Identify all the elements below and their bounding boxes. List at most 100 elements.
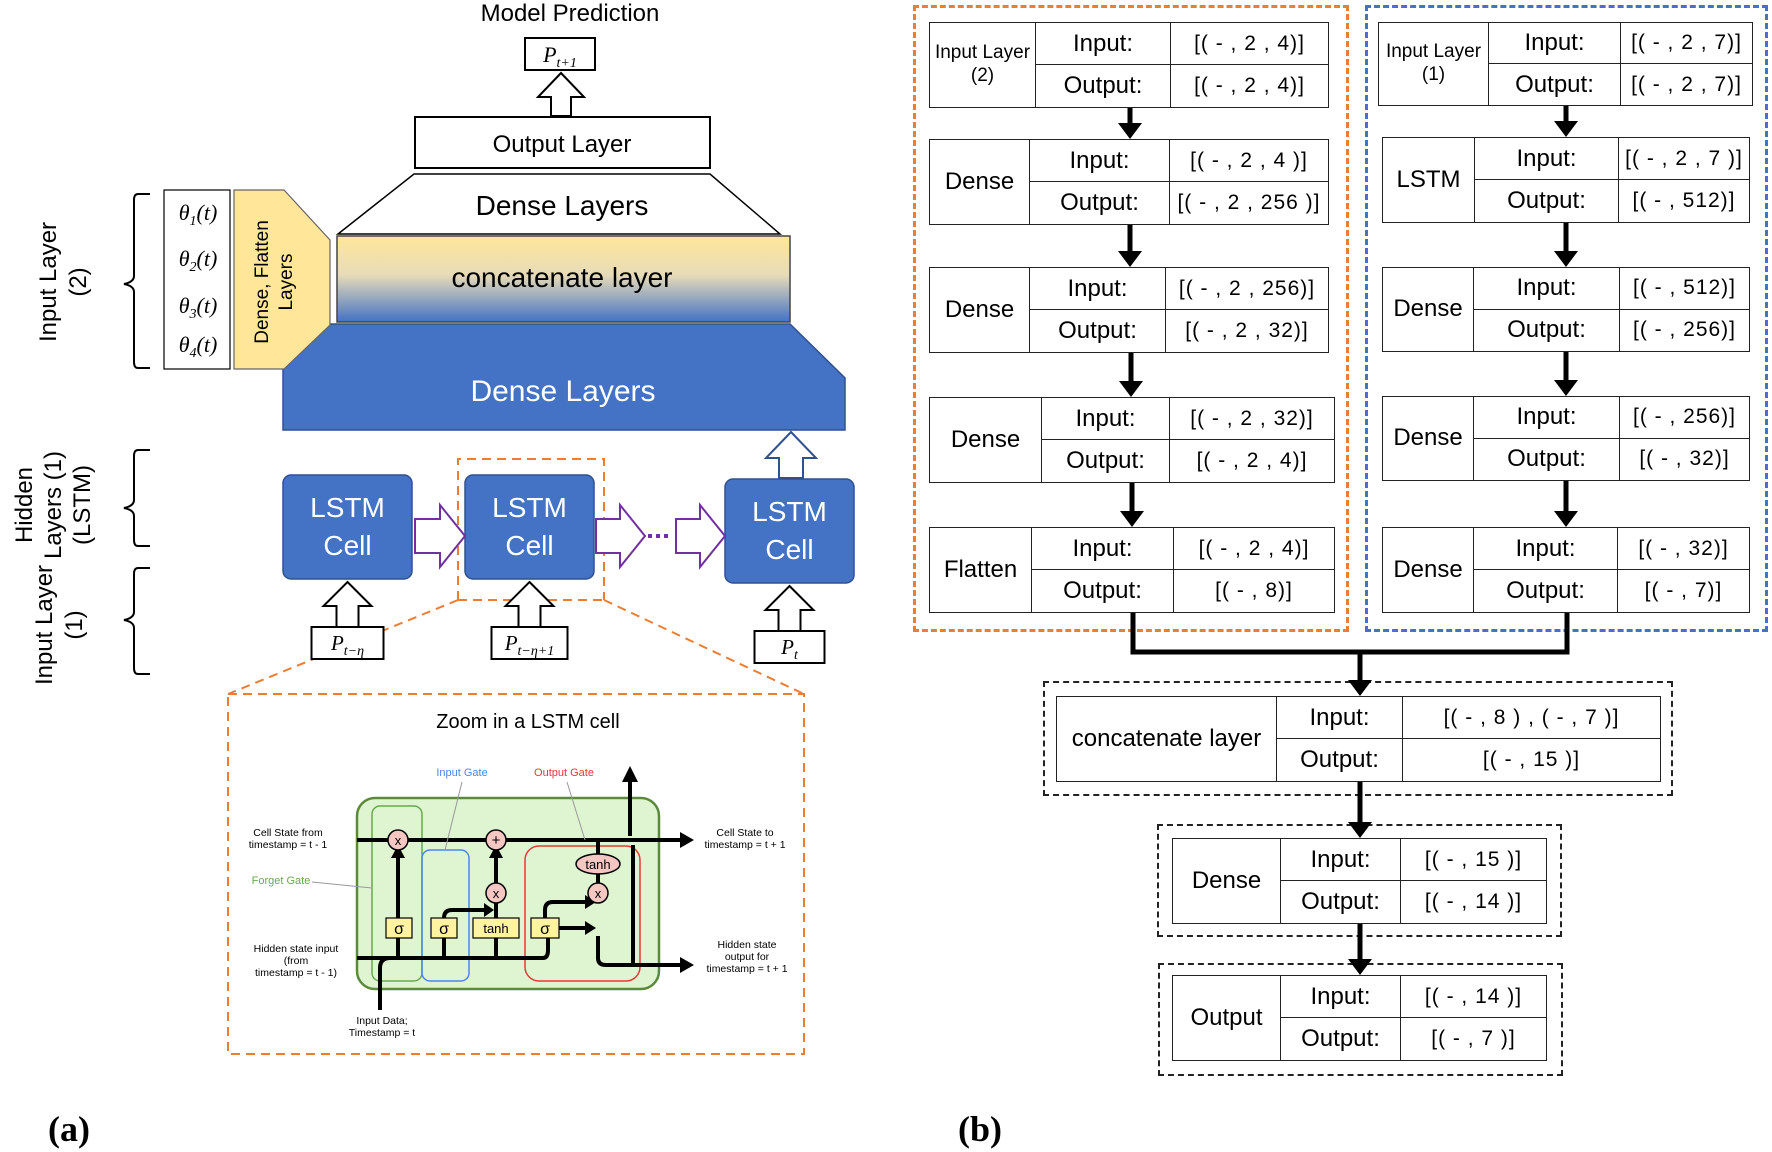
up-arrow-icon [763,430,819,479]
output-shape: [( - , 8)] [1215,579,1293,602]
sigma-box: σ [430,917,458,939]
concatenate-layer-box [336,235,791,323]
input-key: Input: [1030,268,1166,310]
output-gate-region [524,845,641,982]
input-data-label: Input Data;Timestamp = t [349,1015,416,1039]
output-key: Output: [1030,182,1170,224]
output-shape: [( - , 32)] [1639,447,1730,471]
dense-flatten-layers-box [233,189,331,370]
timestep-input-symbol: Pt [780,635,799,663]
output-shape: [( - , 7 )] [1431,1027,1516,1050]
input-layer-1-label: Input Layer(1) [31,565,88,685]
output-key: Output: [1042,440,1170,482]
timestep-input-symbol: Pt−η+1 [504,631,555,659]
panel-a-label: (a) [48,1109,90,1149]
layer-block: Input Layer (1)Input:[( - , 2 , 7)]Outpu… [1378,22,1753,106]
svg-text:x: x [595,886,602,901]
input-shape: [( - , 2 , 4 )] [1170,140,1328,182]
layer-name: Input Layer (2) [930,23,1036,107]
output-key: Output: [1036,65,1171,107]
output-shape: [( - , 15 )] [1482,748,1581,771]
input-gate-label: Input Gate [436,767,487,779]
up-arrow-icon [321,580,374,628]
svg-text:x: x [395,833,402,848]
input-shape: [( - , 32)] [1618,528,1749,570]
concatenate-layer-label: concatenate layer [451,262,672,293]
output-key: Output: [1277,739,1403,781]
input-shape: [( - , 2 , 7 )] [1619,138,1749,180]
input-key: Input: [1032,528,1174,570]
arrow-down-icon [1554,121,1578,137]
prediction-symbol: Pt+1 [542,42,577,71]
input-shape: [( - , 2 , 32)] [1170,398,1334,440]
brace-input-layer-1 [123,567,150,675]
theta-input-box [163,189,231,370]
output-shape: [( - , 2 , 4)] [1196,449,1308,472]
timestep-input-box [753,630,826,664]
zoom-highlight-frame [457,458,605,600]
hidden-layers-label: HiddenLayers (1)(LSTM) [11,451,96,559]
layer-name: Output [1173,976,1281,1060]
layer-name: Flatten [930,528,1032,612]
arrow-down-icon [1554,380,1578,396]
svg-text:σ: σ [540,921,550,938]
arrow-down-icon [1119,381,1143,397]
output-gate-label: Output Gate [534,767,594,779]
up-arrow-icon [535,71,587,117]
prediction-box [524,37,596,71]
arrow-down-icon [1118,251,1142,267]
output-layer-label: Output Layer [493,131,632,158]
recurrent-arrow-icon [414,502,467,570]
svg-text:+: + [492,832,501,849]
input-key: Input: [1475,138,1619,180]
input-key: Input: [1474,397,1620,439]
panel-b-connectors [1118,106,1578,975]
layer-name: Dense [1383,268,1474,351]
layer-name: Dense [1383,397,1474,480]
arrow-down-icon [1554,511,1578,527]
layer-name: Input Layer (1) [1379,23,1489,105]
output-key: Output: [1474,438,1620,480]
arrow-down-icon [1348,959,1372,975]
layer-name: Dense [930,140,1030,224]
output-layer-box [414,116,711,169]
output-key: Output: [1474,570,1618,612]
arrow-down-icon [1118,123,1142,139]
layer-name: Dense [1173,839,1281,923]
output-key: Output: [1475,180,1619,222]
up-arrow-icon [763,584,816,632]
input-key: Input: [1042,398,1170,440]
model-prediction-label: Model Prediction [481,0,660,27]
input-key: Input: [1281,839,1401,881]
dense-layers-top-label: Dense Layers [476,190,649,221]
output-key: Output: [1030,310,1166,352]
input-shape: [( - , 2 , 4)] [1174,528,1334,570]
recurrent-arrow-icon [595,502,647,570]
input-shape: [( - , 2 , 256)] [1166,268,1328,310]
output-shape: [( - , 2 , 4)] [1194,74,1305,97]
svg-text:x: x [493,886,500,901]
svg-text:σ: σ [439,921,449,938]
input-key: Input: [1474,528,1618,570]
arrow-down-icon [1348,822,1372,838]
multiply-op: x [485,882,507,904]
dense-layers-top [335,173,783,235]
layer-name: concatenate layer [1057,697,1277,781]
input-layer-2-label: Input Layer(2) [35,222,92,342]
input-shape: [( - , 8 ) , ( - , 7 )] [1403,697,1660,739]
output-shape: [( - , 2 , 256 )] [1177,191,1321,214]
input-key: Input: [1036,23,1171,65]
input-shape: [( - , 2 , 7)] [1621,23,1752,64]
svg-text:tanh: tanh [483,921,508,936]
